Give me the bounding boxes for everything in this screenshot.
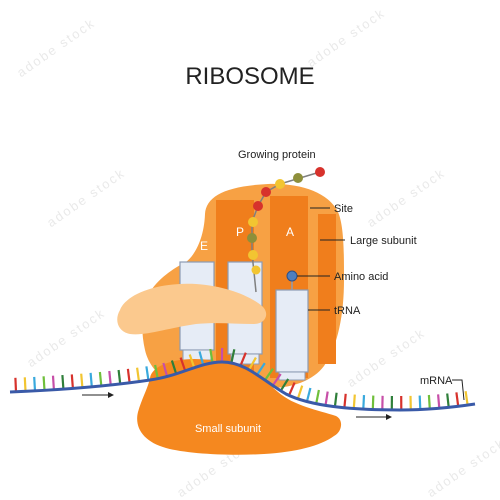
- mrna-nucleotide: [179, 357, 187, 372]
- site-label-a: A: [286, 225, 294, 239]
- mrna-nucleotide: [89, 372, 93, 387]
- mrna-backbone: [9, 360, 476, 412]
- mrna-nucleotide: [33, 376, 37, 391]
- right-arrow-head: [386, 414, 392, 420]
- diagram-title: RIBOSOME: [185, 63, 314, 90]
- label-trna: tRNA: [334, 305, 361, 317]
- direction-arrows: [82, 392, 392, 420]
- mrna-nucleotide: [108, 370, 112, 386]
- mrna-nucleotide: [23, 377, 27, 392]
- mrna-nucleotide: [126, 368, 131, 383]
- mrna-nucleotide: [362, 395, 366, 410]
- mrna-strand: [9, 347, 476, 412]
- mrna-nucleotide: [324, 391, 329, 406]
- growing-protein: [247, 167, 325, 293]
- protein-bead: [293, 173, 303, 183]
- mrna-nucleotide: [305, 387, 312, 402]
- protein-bead: [251, 265, 261, 275]
- label-growing-protein: Growing protein: [238, 149, 316, 161]
- left-arrow-head: [108, 392, 114, 398]
- protein-bead: [315, 167, 325, 177]
- trna-a-site: [275, 289, 309, 373]
- mrna-nucleotide: [209, 348, 214, 363]
- site-lane-a-edge: [318, 214, 336, 364]
- trna-e-stem: [182, 349, 212, 361]
- mrna-nucleotide: [14, 377, 18, 392]
- site-label-p: P: [236, 225, 244, 239]
- mrna-nucleotide: [162, 362, 169, 377]
- protein-bead: [248, 250, 258, 260]
- mrna-nucleotide: [42, 376, 46, 391]
- mrna-nucleotide: [333, 392, 338, 407]
- mrna-nucleotide: [136, 367, 141, 382]
- mrna-nucleotide: [117, 369, 122, 385]
- protein-bead: [261, 187, 271, 197]
- label-mrna: mRNA: [420, 375, 453, 387]
- mrna-nucleotide: [264, 367, 274, 381]
- label-amino-acid: Amino acid: [334, 271, 388, 283]
- mrna-nucleotide: [248, 357, 257, 371]
- mrna-nucleotide: [446, 393, 450, 408]
- mrna-nucleotide: [279, 378, 290, 392]
- mrna-nucleotide: [70, 374, 74, 389]
- mrna-nucleotide: [239, 352, 247, 367]
- mrna-nucleotide: [51, 375, 55, 390]
- mrna-nucleotide: [271, 373, 282, 387]
- mrna-nucleotide: [352, 394, 356, 409]
- label-site: Site: [334, 203, 353, 215]
- mrna-nucleotide: [80, 373, 84, 388]
- protein-chain-link: [251, 171, 321, 293]
- protein-bead: [253, 201, 263, 211]
- mrna-nucleotide: [98, 371, 103, 387]
- protein-bead: [275, 179, 285, 189]
- mrna-nucleotide: [371, 395, 375, 410]
- mrna-nucleotide: [61, 375, 65, 390]
- mrna-nucleotide: [437, 394, 441, 409]
- label-large-subunit: Large subunit: [350, 235, 417, 247]
- mrna-nucleotide: [343, 393, 347, 408]
- mrna-leader-line: [452, 379, 465, 401]
- mrna-nucleotide: [170, 360, 178, 375]
- mrna-nucleotide: [296, 385, 304, 400]
- mrna-nucleotide: [427, 394, 431, 410]
- mrna-nucleotide: [230, 349, 236, 364]
- mrna-nucleotide: [315, 389, 320, 404]
- mrna-nucleotide: [287, 382, 296, 396]
- mrna-nucleotide: [154, 364, 159, 379]
- mrna-nucleotide: [455, 392, 460, 407]
- mrna-nucleotide: [464, 391, 469, 406]
- trna-a-stem: [278, 371, 306, 381]
- small-subunit-label: Small subunit: [195, 423, 261, 435]
- mrna-nucleotide: [188, 354, 196, 369]
- mrna-nucleotide: [418, 395, 422, 410]
- small-subunit: [137, 358, 342, 455]
- large-subunit-cap: [117, 283, 267, 335]
- mrna-nucleotide: [198, 351, 205, 366]
- protein-bead: [247, 233, 257, 243]
- mrna-nucleotide: [256, 362, 266, 376]
- site-label-e: E: [200, 239, 208, 253]
- mrna-nucleotide: [145, 366, 150, 381]
- protein-bead: [248, 217, 258, 227]
- amino-acid: [286, 270, 298, 282]
